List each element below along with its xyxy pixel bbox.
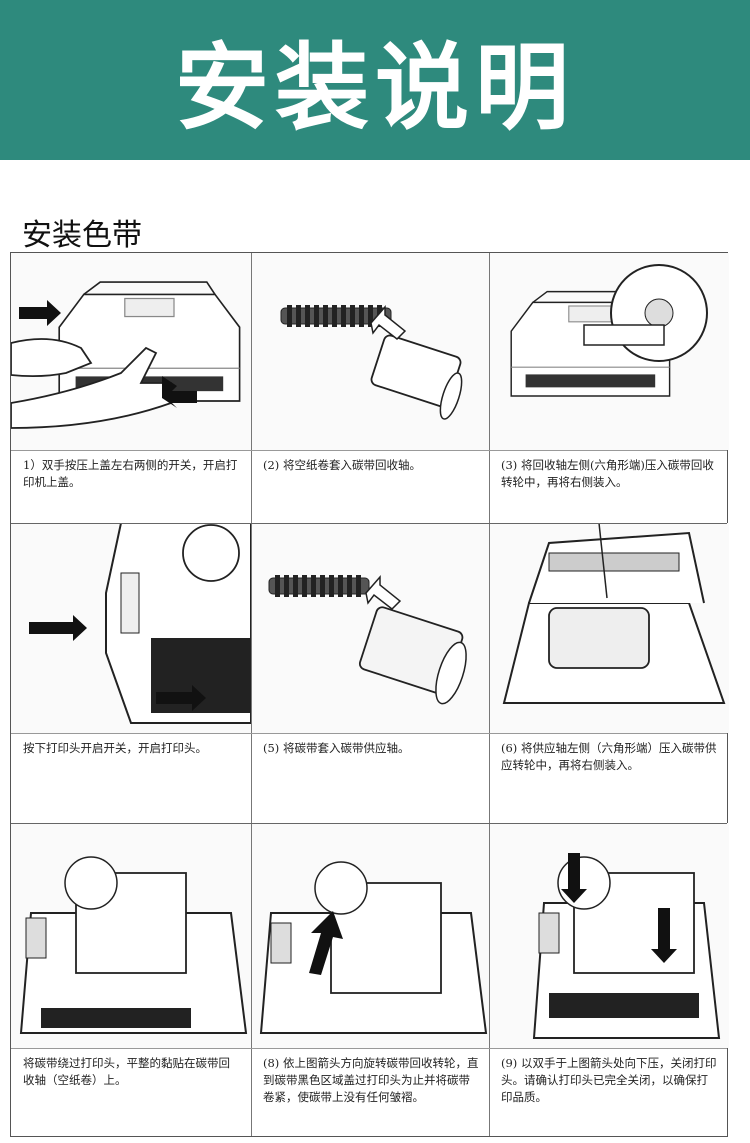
grid-divider	[11, 450, 727, 451]
grid-divider	[11, 733, 727, 734]
step-cell: (8) 依上图箭头方向旋转碳带回收转轮，直到碳带黑色区域盖过打印头为止并将碳带卷…	[251, 823, 489, 1138]
grid-divider	[11, 823, 727, 824]
step-cell: (3) 将回收轴左侧(六角形端)压入碳带回收转轮中，再将右侧装入。	[489, 253, 729, 523]
ribbon-threading-illustration	[11, 823, 251, 1048]
grid-divider	[11, 1048, 727, 1049]
step-caption: 按下打印头开启开关，开启打印头。	[23, 741, 207, 755]
printhead-release-illustration	[11, 523, 251, 733]
grid-divider	[251, 253, 252, 1136]
wind-ribbon-illustration	[251, 823, 489, 1048]
step-caption: (6) 将供应轴左侧（六角形端）压入碳带供应转轮中，再将右侧装入。	[501, 741, 717, 772]
page-title: 安装说明	[174, 34, 575, 143]
rewind-shaft-install-illustration	[489, 253, 729, 450]
grid-divider	[11, 523, 727, 524]
instruction-grid: 1）双手按压上盖左右两侧的开关，开启打印机上盖。 (2) 将空纸卷套入碳带回收轴…	[10, 252, 729, 1138]
section-title: 安装色带	[22, 218, 142, 253]
step-caption: (8) 依上图箭头方向旋转碳带回收转轮，直到碳带黑色区域盖过打印头为止并将碳带卷…	[263, 1056, 479, 1104]
step-caption: (3) 将回收轴左侧(六角形端)压入碳带回收转轮中，再将右侧装入。	[501, 458, 714, 489]
step-cell: (5) 将碳带套入碳带供应轴。	[251, 523, 489, 823]
step-caption: 1）双手按压上盖左右两侧的开关，开启打印机上盖。	[23, 458, 238, 489]
supply-shaft-install-illustration	[489, 523, 729, 733]
step-caption: 将碳带绕过打印头，平整的黏贴在碳带回收轴（空纸卷）上。	[23, 1056, 230, 1087]
ribbon-onto-supply-shaft-illustration	[251, 523, 489, 733]
step-cell: (2) 将空纸卷套入碳带回收轴。	[251, 253, 489, 523]
header-banner: 安装说明	[0, 0, 750, 160]
close-printhead-illustration	[489, 823, 729, 1048]
step-cell: 将碳带绕过打印头，平整的黏贴在碳带回收轴（空纸卷）上。	[11, 823, 251, 1138]
grid-divider	[489, 253, 490, 1136]
step-caption: (5) 将碳带套入碳带供应轴。	[263, 741, 410, 755]
printer-open-lid-illustration	[11, 253, 251, 450]
empty-core-onto-shaft-illustration	[251, 253, 489, 450]
step-caption: (9) 以双手于上图箭头处向下压，关闭打印头。请确认打印头已完全关闭，以确保打印…	[501, 1056, 717, 1104]
step-cell: 1）双手按压上盖左右两侧的开关，开启打印机上盖。	[11, 253, 251, 523]
step-cell: (6) 将供应轴左侧（六角形端）压入碳带供应转轮中，再将右侧装入。	[489, 523, 729, 823]
step-caption: (2) 将空纸卷套入碳带回收轴。	[263, 458, 421, 472]
step-cell: (9) 以双手于上图箭头处向下压，关闭打印头。请确认打印头已完全关闭，以确保打印…	[489, 823, 729, 1138]
step-cell: 按下打印头开启开关，开启打印头。	[11, 523, 251, 823]
